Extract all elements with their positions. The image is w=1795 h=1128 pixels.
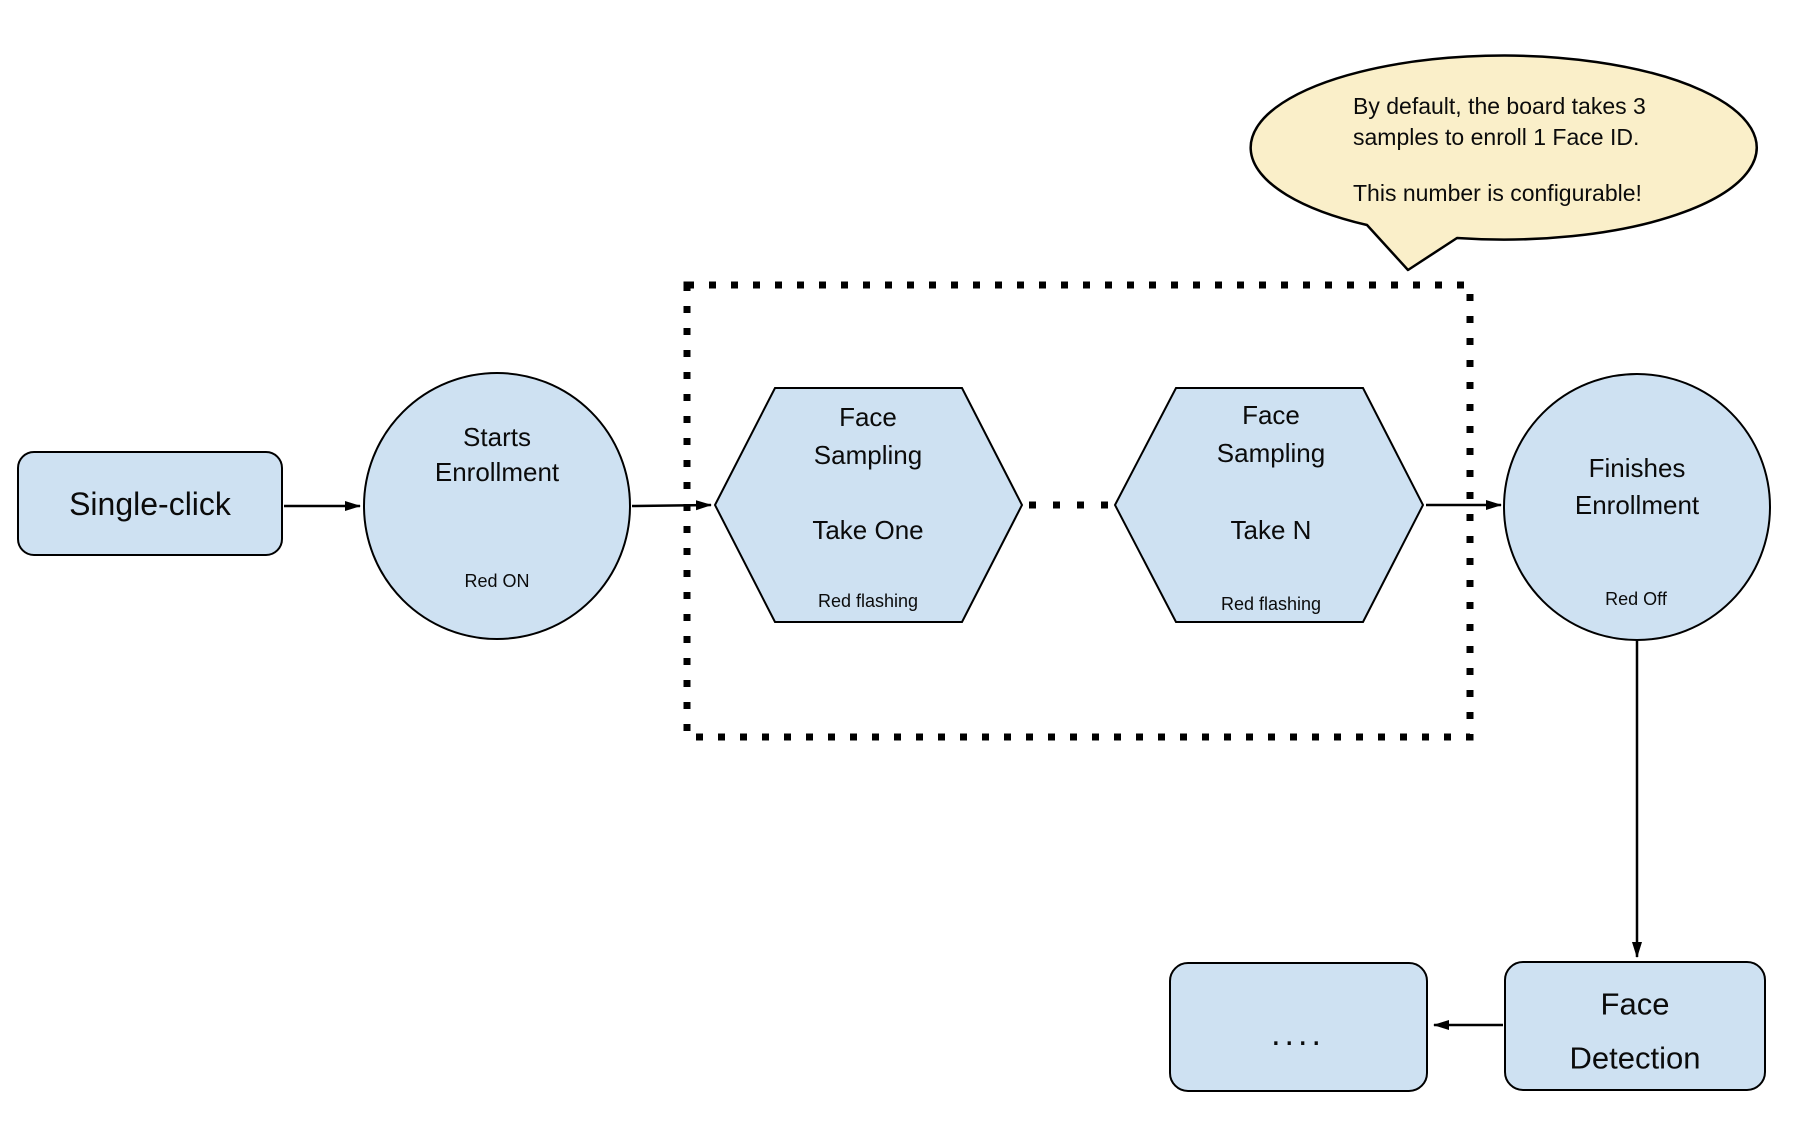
starts-circle-status: Red ON <box>464 571 530 591</box>
callout-line3: This number is configurable! <box>1353 180 1642 206</box>
finishes-circle-line2: Enrollment <box>1574 490 1700 520</box>
continuation-box-label: .... <box>1271 1015 1325 1053</box>
callout-line2: samples to enroll 1 Face ID. <box>1353 124 1640 150</box>
face-sampling-one-hexagon-shape <box>713 387 1024 623</box>
finishes-circle-status: Red Off <box>1605 589 1667 609</box>
hex-n-line1: Face <box>1242 400 1300 430</box>
face-detection-line2: Detection <box>1569 1040 1701 1076</box>
face-detection-box-shape <box>1504 961 1766 1091</box>
single-click-box-shape <box>17 451 283 556</box>
callout-blank-line <box>1353 153 1646 178</box>
hex-one-take-label: Take One <box>812 515 924 545</box>
continuation-box-shape <box>1169 962 1428 1092</box>
starts-enrollment-circle-shape <box>363 372 631 640</box>
starts-circle-line1: Starts <box>463 422 531 452</box>
callout-bubble-shape <box>1249 54 1758 272</box>
starts-circle-line2: Enrollment <box>434 457 560 487</box>
callout-text-block: By default, the board takes 3 samples to… <box>1353 91 1646 209</box>
sampling-group-frame <box>683 281 1474 741</box>
hex-n-status: Red flashing <box>1220 594 1322 614</box>
finishes-circle-line1: Finishes <box>1588 453 1686 483</box>
hex-one-line2: Sampling <box>813 440 923 470</box>
face-detection-line1: Face <box>1600 986 1670 1022</box>
hex-one-status: Red flashing <box>817 591 919 611</box>
finishes-enrollment-circle-shape <box>1503 373 1771 641</box>
callout-line1: By default, the board takes 3 <box>1353 93 1646 119</box>
hex-n-line2: Sampling <box>1216 438 1326 468</box>
arrow-starts-to-sampling <box>631 500 712 511</box>
hex-n-take-label: Take N <box>1230 515 1312 545</box>
single-click-label: Single-click <box>69 486 231 522</box>
face-sampling-n-hexagon-shape <box>1113 387 1425 623</box>
hex-one-line1: Face <box>839 402 897 432</box>
